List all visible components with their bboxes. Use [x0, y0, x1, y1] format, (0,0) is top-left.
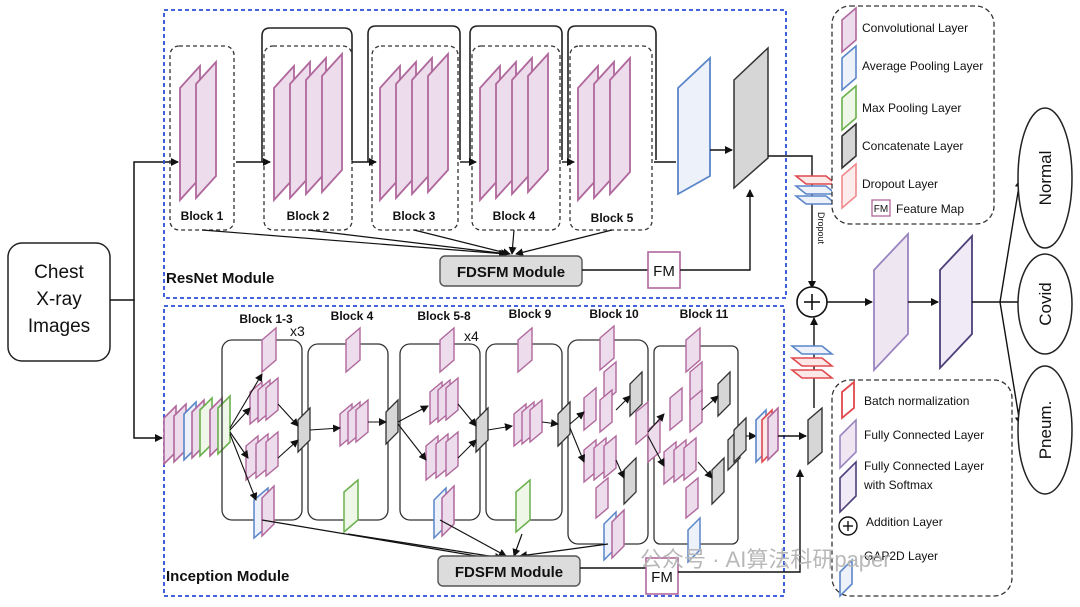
inception-block-1-3-label: Block 1-3 [239, 312, 293, 326]
legend-fm-swatch [871, 199, 891, 217]
inception-block-11-label: Block 11 [680, 307, 729, 321]
inception-fdsfm-label: FDSFM Module [455, 564, 563, 581]
inception-concat-output [807, 406, 823, 466]
legend-fm-box-label: FM [874, 204, 888, 215]
legend-bottom: Batch normalization Fully Connected Laye… [831, 379, 1013, 598]
inception-feature-map-box [645, 557, 679, 595]
legend-concat-label: Concatenate Layer [862, 139, 963, 153]
legend-bn-label: Batch normalization [864, 394, 969, 408]
output-normal: Normal [1017, 107, 1073, 249]
watermark: 公众号 · AI算法科研paper [640, 547, 891, 572]
resnet-skip-connections [261, 25, 657, 162]
input-label-2: X-ray [36, 289, 82, 310]
resnet-fdsfm-inputs [201, 229, 613, 258]
resnet-fdsfm-module [439, 255, 583, 287]
legend-fc-label: Fully Connected Layer [864, 428, 984, 442]
legend-avgpool-swatch [841, 44, 857, 92]
inception-conv-layers [245, 324, 703, 520]
inception-block-10-label: Block 10 [589, 307, 639, 321]
resnet-concat-layer [733, 46, 769, 190]
legend-add-label: Addition Layer [866, 515, 943, 529]
inception-repeat-x4: x4 [464, 328, 479, 344]
resnet-module-frame [163, 9, 787, 299]
resnet-block-5-label: Block 5 [591, 211, 634, 225]
inception-module-label: Inception Module [166, 568, 289, 585]
output-pneumonia: Pneum. [1017, 365, 1073, 495]
input-label-1: Chest [34, 262, 84, 283]
legend-softmax-label-2: with Softmax [863, 478, 933, 492]
fully-connected-layer [873, 231, 909, 373]
legend-concat-swatch [841, 122, 857, 170]
resnet-block-4-label: Block 4 [493, 209, 536, 223]
output-pneumonia-label: Pneum. [1036, 401, 1055, 460]
legend-gap-label: GAP2D Layer [864, 549, 938, 563]
input-connectors [110, 158, 179, 442]
legend-bn-swatch [841, 380, 855, 420]
resnet-block-1-label: Block 1 [181, 209, 224, 223]
output-covid: Covid [1017, 253, 1073, 355]
legend-softmax-label-1: Fully Connected Layer [864, 459, 984, 473]
inception-concat-layers [297, 370, 747, 506]
legend-conv-swatch [841, 6, 857, 54]
inception-dropout-stack [789, 345, 835, 379]
inception-block-9-label: Block 9 [509, 307, 552, 321]
resnet-block-2-label: Block 2 [287, 209, 330, 223]
resnet-block-3-label: Block 3 [393, 209, 436, 223]
input-label-3: Images [28, 316, 90, 337]
inception-stem-layers [163, 394, 231, 466]
legend-maxpool-label: Max Pooling Layer [862, 101, 961, 115]
legend-add-swatch [838, 516, 858, 536]
resnet-output-arrow [768, 155, 816, 289]
inception-final-layers [755, 406, 779, 464]
inception-fdsfm-module [437, 555, 581, 587]
legend-maxpool-swatch [841, 84, 857, 132]
resnet-fdsfm-label: FDSFM Module [457, 264, 565, 281]
resnet-conv-layers [179, 51, 631, 203]
inception-repeat-x3: x3 [290, 323, 305, 339]
resnet-feature-map-label: FM [653, 263, 675, 280]
inception-block-5-8-label: Block 5-8 [417, 309, 471, 323]
legend-fc-swatch [839, 418, 857, 470]
output-covid-label: Covid [1036, 282, 1055, 325]
softmax-layer [939, 233, 973, 371]
resnet-fm-to-concat [680, 189, 754, 271]
input-node: Chest X-ray Images [7, 242, 111, 362]
legend-top: Convolutional Layer Average Pooling Laye… [831, 5, 995, 225]
legend-dropout-swatch [841, 162, 857, 210]
resnet-dropout-stack [793, 175, 839, 205]
addition-node [796, 286, 828, 318]
resnet-avg-pool-layer [677, 55, 711, 196]
dropout-side-label: Dropout [816, 212, 826, 245]
inception-flow-arrows [229, 373, 757, 501]
output-normal-label: Normal [1036, 151, 1055, 206]
inception-block-4-label: Block 4 [331, 309, 374, 323]
inception-fdsfm-inputs [261, 519, 609, 563]
legend-conv-label: Convolutional Layer [862, 21, 968, 35]
inception-feature-map-label: FM [651, 569, 673, 586]
legend-avgpool-label: Average Pooling Layer [862, 59, 983, 73]
legend-dropout-label: Dropout Layer [862, 177, 938, 191]
legend-fm-label: Feature Map [896, 202, 964, 216]
resnet-module-label: ResNet Module [166, 270, 274, 287]
legend-gap-swatch [839, 558, 853, 598]
inception-pool-layers [253, 478, 701, 564]
inception-fm-to-concat [678, 469, 804, 573]
legend-softmax-swatch [839, 460, 857, 514]
